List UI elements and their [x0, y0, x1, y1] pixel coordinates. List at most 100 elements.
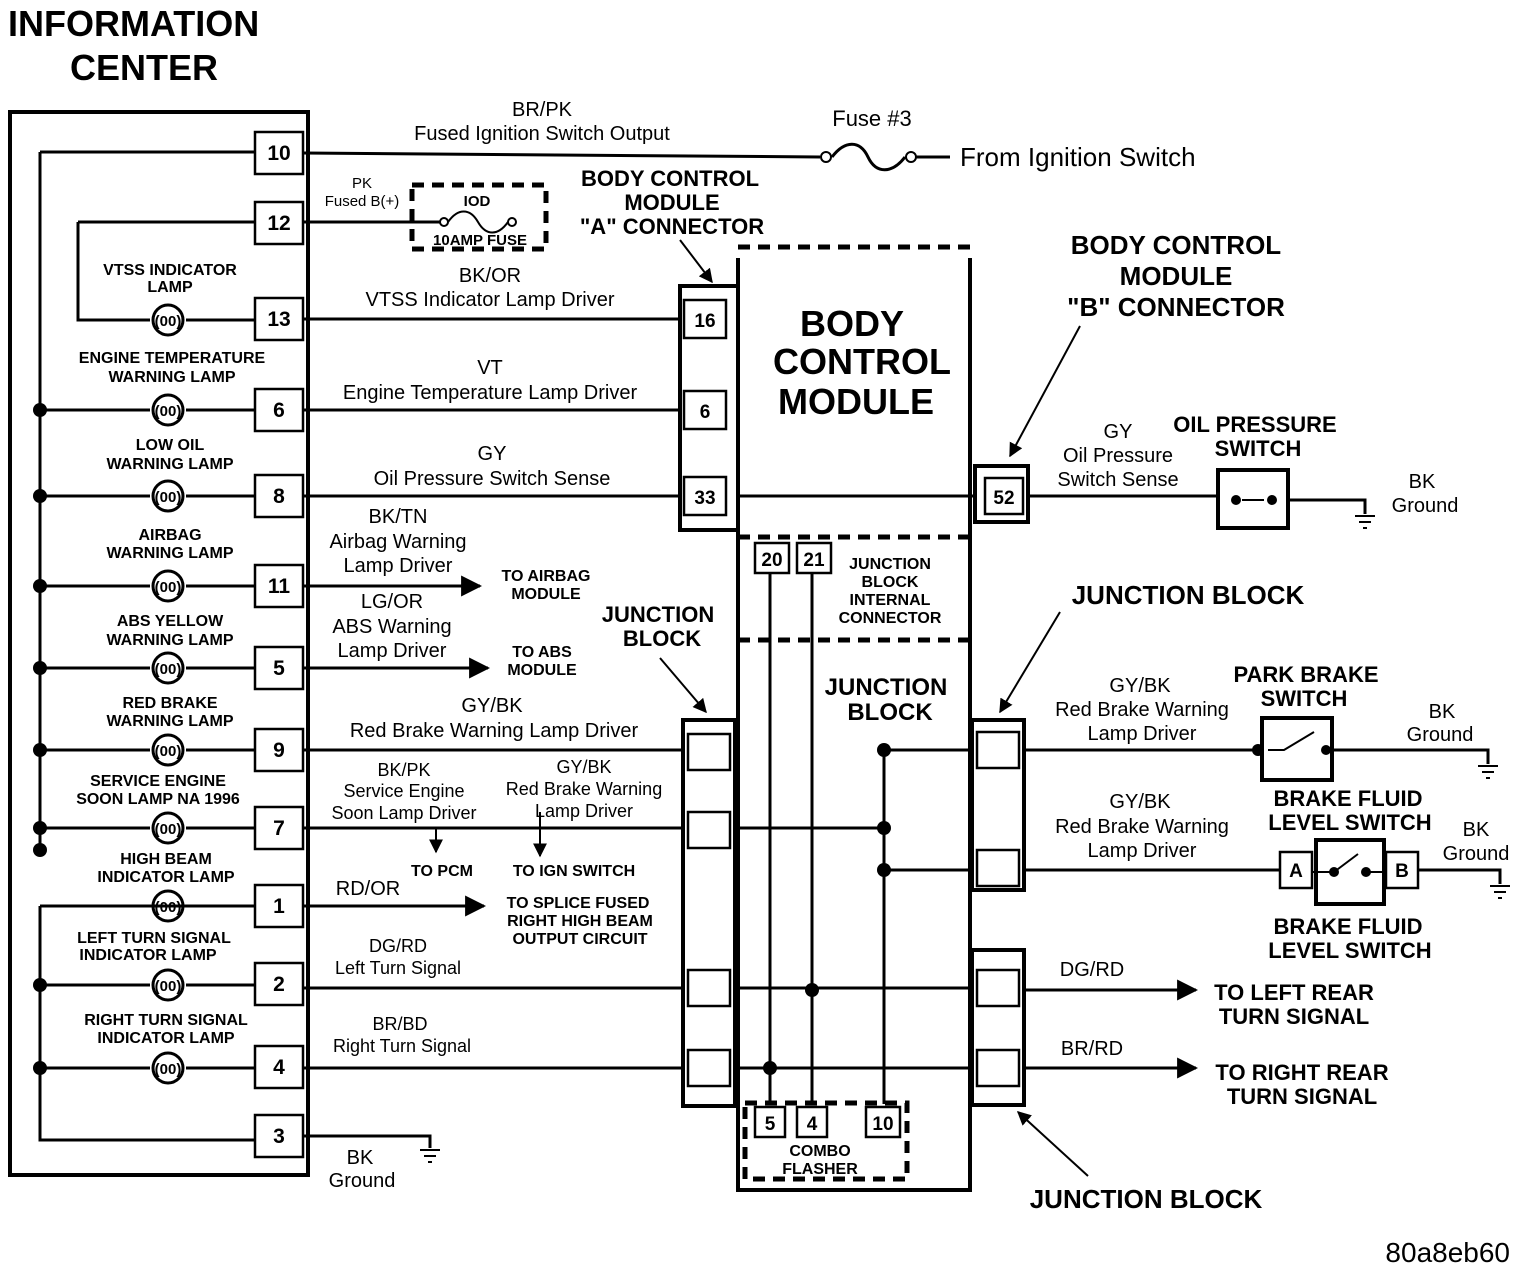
svg-text:33: 33 — [694, 488, 715, 509]
svg-text:PARK BRAKE: PARK BRAKE — [1233, 662, 1378, 687]
pin-8: 8 — [253, 473, 305, 519]
svg-text:From Ignition Switch: From Ignition Switch — [960, 142, 1196, 172]
svg-text:Fuse #3: Fuse #3 — [832, 106, 912, 131]
svg-text:TURN SIGNAL: TURN SIGNAL — [1227, 1084, 1377, 1109]
svg-text:Service Engine: Service Engine — [343, 781, 464, 801]
svg-text:IOD: IOD — [464, 193, 491, 210]
svg-text:Lamp Driver: Lamp Driver — [338, 640, 447, 662]
svg-text:52: 52 — [993, 488, 1014, 509]
svg-text:BK/PK: BK/PK — [377, 760, 430, 780]
svg-text:Oil Pressure: Oil Pressure — [1063, 445, 1173, 467]
bcm-title: BODY CONTROL MODULE — [773, 303, 951, 422]
svg-text:BR/PK: BR/PK — [512, 99, 573, 121]
left-rear-turn-circuit: DG/RD TO LEFT REAR TURN SIGNAL — [1024, 959, 1374, 1029]
bcm-b-connector-label: BODY CONTROL MODULE "B" CONNECTOR — [1009, 230, 1285, 458]
svg-text:PK: PK — [352, 175, 372, 192]
circuit-10: BR/PK Fused Ignition Switch Output Fuse … — [302, 99, 1196, 172]
splice-dots-left — [33, 403, 47, 1075]
lamp-labels: VTSS INDICATOR LAMP ENGINE TEMPERATURE W… — [76, 262, 265, 1047]
svg-text:INFORMATION: INFORMATION — [8, 3, 259, 44]
svg-text:Ground: Ground — [1443, 843, 1510, 865]
svg-text:WARNING LAMP: WARNING LAMP — [106, 456, 233, 473]
svg-text:(00): (00) — [155, 313, 182, 330]
svg-text:3: 3 — [273, 1125, 285, 1148]
svg-text:BLOCK: BLOCK — [862, 574, 919, 591]
svg-text:GY: GY — [1104, 421, 1133, 443]
pin-9: 9 — [253, 727, 305, 773]
svg-text:BK/TN: BK/TN — [369, 506, 428, 528]
svg-text:INTERNAL: INTERNAL — [850, 592, 931, 609]
svg-text:TO AIRBAG: TO AIRBAG — [502, 568, 591, 585]
svg-text:6: 6 — [700, 402, 711, 423]
svg-text:VT: VT — [477, 357, 503, 379]
svg-text:10AMP FUSE: 10AMP FUSE — [433, 232, 527, 249]
svg-text:CENTER: CENTER — [70, 47, 218, 88]
svg-text:12: 12 — [267, 212, 290, 235]
svg-text:(00): (00) — [155, 899, 182, 916]
svg-text:Airbag Warning: Airbag Warning — [329, 531, 466, 553]
svg-text:COMBO: COMBO — [789, 1143, 850, 1160]
svg-text:TO IGN SWITCH: TO IGN SWITCH — [513, 863, 635, 880]
svg-text:BODY: BODY — [800, 303, 904, 344]
svg-text:GY: GY — [478, 443, 507, 465]
svg-text:AIRBAG: AIRBAG — [138, 527, 201, 544]
svg-text:Right Turn Signal: Right Turn Signal — [333, 1036, 471, 1056]
svg-text:LEFT TURN SIGNAL: LEFT TURN SIGNAL — [77, 930, 231, 947]
svg-text:(00): (00) — [155, 661, 182, 678]
svg-text:INDICATOR LAMP: INDICATOR LAMP — [97, 1030, 235, 1047]
svg-text:BRAKE FLUID: BRAKE FLUID — [1273, 914, 1422, 939]
pin-1: 1 — [253, 883, 305, 929]
circuit-6: VT Engine Temperature Lamp Driver — [303, 357, 683, 412]
svg-text:BLOCK: BLOCK — [847, 699, 933, 726]
svg-text:VTSS INDICATOR: VTSS INDICATOR — [103, 262, 237, 279]
circuit-3-ground: BK Ground — [303, 1134, 440, 1192]
svg-text:SERVICE ENGINE: SERVICE ENGINE — [90, 773, 226, 790]
pin-10: 10 — [253, 130, 305, 176]
svg-text:MODULE: MODULE — [778, 381, 934, 422]
pin-5: 5 — [253, 645, 305, 691]
svg-text:MODULE: MODULE — [624, 190, 719, 215]
svg-text:RIGHT TURN SIGNAL: RIGHT TURN SIGNAL — [84, 1012, 248, 1029]
svg-text:(00): (00) — [155, 1061, 182, 1078]
svg-text:Soon Lamp Driver: Soon Lamp Driver — [331, 803, 476, 823]
svg-text:5: 5 — [273, 657, 285, 680]
svg-text:ABS YELLOW: ABS YELLOW — [117, 613, 224, 630]
svg-text:20: 20 — [761, 550, 782, 571]
svg-text:Red Brake Warning: Red Brake Warning — [1055, 816, 1229, 838]
lamp-row-wires — [40, 318, 255, 1070]
svg-text:1: 1 — [273, 895, 285, 918]
svg-text:Red Brake Warning Lamp Driver: Red Brake Warning Lamp Driver — [350, 720, 639, 742]
pin-11: 11 — [253, 563, 305, 609]
svg-text:TO PCM: TO PCM — [411, 863, 473, 880]
park-brake-circuit: GY/BK Red Brake Warning Lamp Driver PARK… — [1024, 662, 1498, 782]
red-brake-lamp-icon: (00) — [151, 733, 185, 767]
svg-text:WARNING LAMP: WARNING LAMP — [106, 632, 233, 649]
bcm-junction-block-label: JUNCTION BLOCK — [825, 674, 948, 726]
svg-text:WARNING LAMP: WARNING LAMP — [106, 545, 233, 562]
svg-text:2: 2 — [273, 973, 285, 996]
svg-text:GY/BK: GY/BK — [1109, 791, 1171, 813]
svg-text:"A" CONNECTOR: "A" CONNECTOR — [580, 214, 764, 239]
lamp-icons: (00) (00) (00) (00) (00) (00) (00) (00) … — [151, 303, 185, 1085]
junction-block-left-connector — [681, 718, 737, 1108]
svg-text:INDICATOR LAMP: INDICATOR LAMP — [79, 947, 217, 964]
circuit-9: GY/BK Red Brake Warning Lamp Driver — [303, 695, 690, 752]
svg-text:B: B — [1395, 861, 1409, 882]
svg-text:JUNCTION: JUNCTION — [849, 556, 931, 573]
svg-text:BK: BK — [1409, 471, 1436, 493]
circuit-12: PK Fused B(+) IOD 10AMP FUSE — [303, 175, 549, 252]
circuit-1: RD/OR TO SPLICE FUSED RIGHT HIGH BEAM OU… — [303, 878, 653, 948]
svg-text:LAMP: LAMP — [147, 279, 193, 296]
svg-text:ENGINE TEMPERATURE: ENGINE TEMPERATURE — [79, 350, 266, 367]
svg-text:JUNCTION BLOCK: JUNCTION BLOCK — [1072, 580, 1305, 610]
svg-text:10: 10 — [872, 1114, 893, 1135]
svg-text:Oil Pressure Switch Sense: Oil Pressure Switch Sense — [374, 468, 611, 490]
svg-text:WARNING LAMP: WARNING LAMP — [106, 713, 233, 730]
svg-text:LEVEL SWITCH: LEVEL SWITCH — [1268, 938, 1431, 963]
bcm-internal-wires — [728, 573, 1000, 1104]
circuit-8: GY Oil Pressure Switch Sense — [303, 443, 1000, 498]
figure-id: 80a8eb60 — [1385, 1237, 1510, 1268]
svg-text:GY/BK: GY/BK — [1109, 675, 1171, 697]
svg-text:8: 8 — [273, 485, 285, 508]
